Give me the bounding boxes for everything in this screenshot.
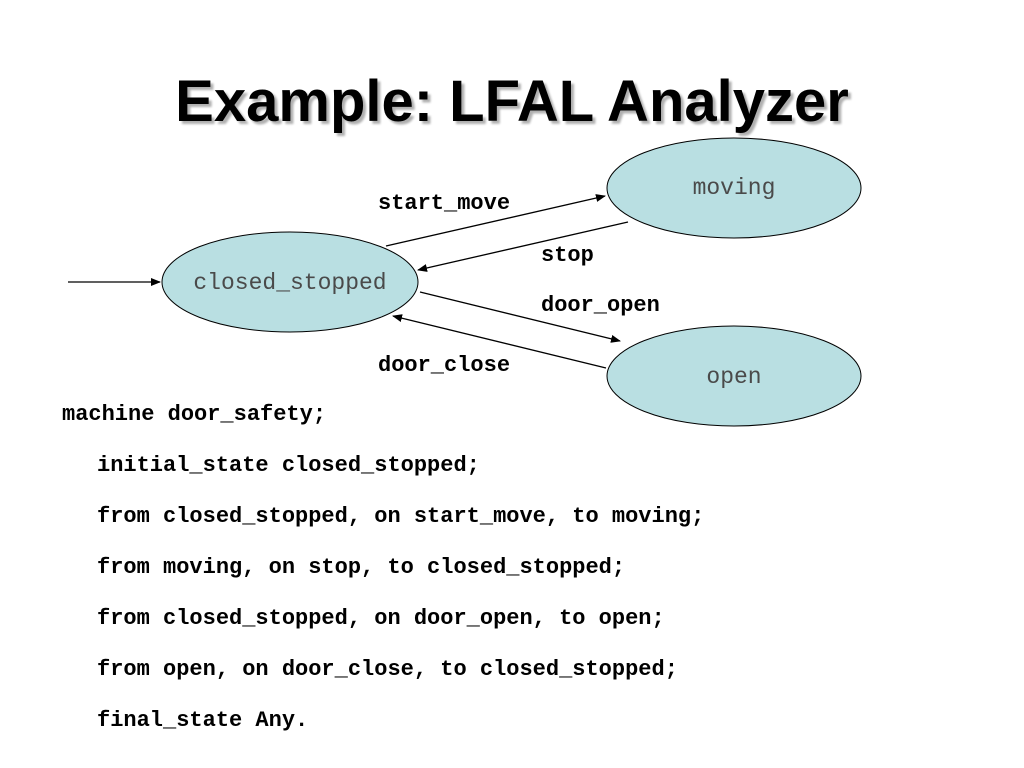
edge-door-close [392, 314, 607, 369]
edge-label-stop: stop [541, 243, 594, 268]
edge-label-start-move: start_move [378, 191, 510, 216]
code-line-transition: from closed_stopped, on door_open, to op… [97, 606, 665, 631]
state-closed-stopped-label: closed_stopped [193, 270, 386, 296]
code-line-final-state: final_state Any. [97, 708, 309, 733]
edge-start-move [385, 194, 606, 247]
edge-label-door-close: door_close [378, 353, 510, 378]
state-diagram: closed_stopped moving open start_move st… [68, 137, 862, 427]
code-line-transition: from open, on door_close, to closed_stop… [97, 657, 678, 682]
state-open-label: open [706, 364, 761, 390]
state-moving-label: moving [693, 175, 776, 201]
code-line-transition: from closed_stopped, on start_move, to m… [97, 504, 705, 529]
code-line-machine: machine door_safety; [62, 402, 327, 427]
state-open: open [606, 325, 862, 427]
code-line-initial-state: initial_state closed_stopped; [97, 453, 480, 478]
state-closed-stopped: closed_stopped [161, 231, 419, 333]
slide-title: Example: LFAL Analyzer [175, 69, 849, 134]
state-moving: moving [606, 137, 862, 239]
code-listing: machine door_safety; initial_state close… [0, 395, 704, 752]
edge-door-open [419, 291, 621, 343]
edge-label-door-open: door_open [541, 293, 660, 318]
code-line-transition: from moving, on stop, to closed_stopped; [97, 555, 626, 580]
edge-stop [417, 221, 629, 272]
